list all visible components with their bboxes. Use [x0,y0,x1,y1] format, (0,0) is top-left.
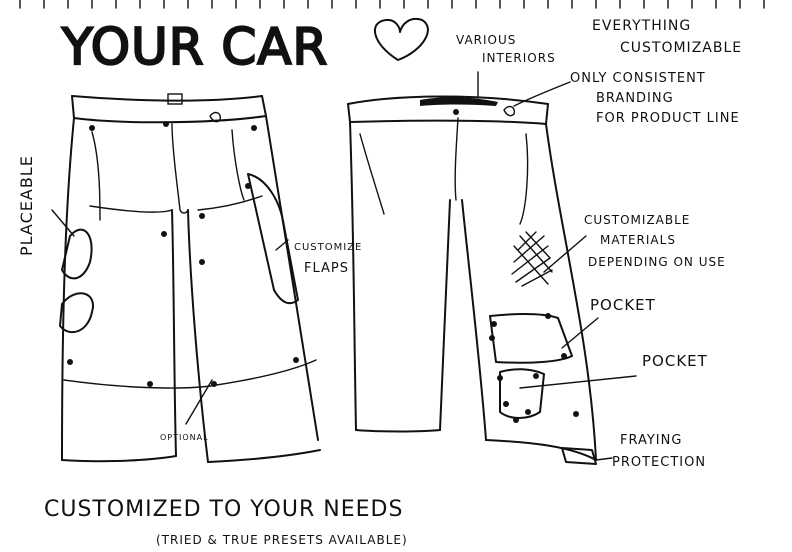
annotation-materials-line2: MATERIALS [600,233,676,247]
annotation-flaps-line1: CUSTOMIZE [294,242,362,253]
small-heart-icon [503,105,516,117]
annotation-flaps-line2: FLAPS [304,261,349,276]
annotation-fraying-line2: PROTECTION [612,455,706,470]
annotation-placeable: PLACEABLE [17,155,36,256]
annotation-branding-line2: BRANDING [596,91,674,106]
footer-headline: CUSTOMIZED TO YOUR NEEDS [44,497,403,522]
annotation-leaders [51,71,637,461]
pants-back-drawing [347,95,597,465]
annotation-materials-line3: DEPENDING ON USE [588,255,726,269]
annotation-various-line1: VARIOUS [456,33,516,47]
annotation-optional: OPTIONAL [160,433,209,442]
annotation-materials-line1: CUSTOMIZABLE [584,213,690,227]
heart-icon [374,18,429,61]
annotation-fraying-line1: FRAYING [620,433,682,448]
small-heart-icon [209,111,222,123]
annotation-everything-line2: CUSTOMIZABLE [620,40,742,56]
annotation-various-line2: INTERIORS [482,51,556,65]
annotation-branding-line3: FOR PRODUCT LINE [596,111,740,126]
spiral-binding [19,0,765,9]
title-text: YOUR CAR [61,18,328,76]
pants-front-drawing [59,93,321,463]
annotation-branding-line1: ONLY CONSISTENT [570,71,706,86]
footer-subline: (TRIED & TRUE PRESETS AVAILABLE) [156,533,408,547]
annotation-pocket-1: POCKET [590,296,656,314]
annotation-everything-line1: EVERYTHING [592,18,691,34]
annotation-pocket-2: POCKET [642,352,708,370]
